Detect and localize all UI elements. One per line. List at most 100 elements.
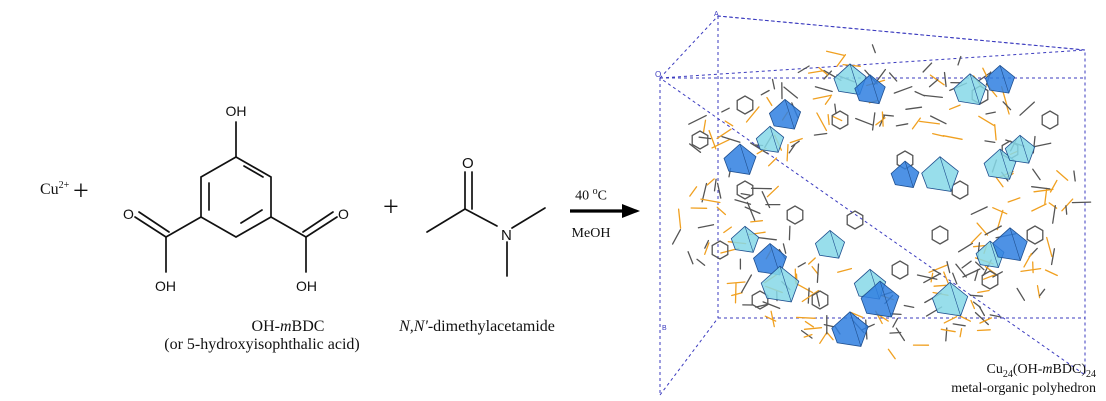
linker-bond <box>782 243 787 254</box>
linker-bond <box>895 327 906 342</box>
linker-bond <box>740 192 751 196</box>
linker-bond <box>992 207 1008 215</box>
linker-bond <box>807 257 816 265</box>
linker-bond <box>1031 203 1047 212</box>
linker-bond <box>933 284 947 287</box>
linker-bond <box>972 301 982 308</box>
linker-bond <box>977 72 991 82</box>
linker-bond <box>979 317 993 324</box>
linker-bond <box>959 327 963 338</box>
linker-bond <box>952 272 958 285</box>
linker-bond <box>1002 101 1012 111</box>
linker-bond <box>974 311 989 326</box>
linker-bond <box>970 232 982 244</box>
axis-o-label: O <box>655 70 661 79</box>
linker-oh-top-label: OH <box>226 103 247 119</box>
polyhedron-edge <box>1019 135 1030 164</box>
linker-bond <box>783 86 799 99</box>
linker-bond <box>976 329 991 332</box>
linker-bond <box>922 62 933 73</box>
polyhedron-edge <box>999 148 1010 180</box>
linker-bond <box>975 261 985 271</box>
copper-polyhedron <box>1004 134 1036 164</box>
linker-bond <box>961 260 972 269</box>
linker-bond <box>943 71 947 88</box>
solvent-structure <box>426 171 546 277</box>
linker-bond <box>984 140 996 144</box>
linker-bond <box>969 294 984 297</box>
linker-bond <box>801 289 820 303</box>
copper-polyhedron <box>753 242 787 276</box>
linker-bond <box>929 115 947 125</box>
linker-bond <box>757 236 777 241</box>
benzene-ring <box>891 260 909 280</box>
linker-structure <box>134 121 338 273</box>
linker-bond <box>1049 179 1058 193</box>
copper-polyhedron <box>890 160 920 188</box>
linker-bond <box>989 314 1002 318</box>
linker-bond <box>788 225 791 241</box>
linker-bond <box>943 271 949 284</box>
linker-alt-name: (or 5-hydroxyisophthalic acid) <box>164 336 360 353</box>
benzene-ring <box>691 130 709 150</box>
linker-bond <box>882 114 894 117</box>
linker-bond <box>688 143 702 153</box>
linker-bond <box>764 315 777 322</box>
linker-bond <box>871 112 876 131</box>
linker-bond <box>1044 269 1058 277</box>
linker-o-left-label: O <box>123 206 134 222</box>
linker-bond <box>734 283 737 304</box>
polyhedron-edge <box>744 226 754 253</box>
solvent-o-label: O <box>462 155 474 172</box>
copper-polyhedron <box>768 98 802 130</box>
linker-bond <box>974 268 979 282</box>
polyhedron-edge <box>879 280 892 318</box>
linker-bond <box>976 222 989 236</box>
linker-bond <box>744 206 761 215</box>
linker-bond <box>946 261 951 274</box>
copper-polyhedron <box>953 73 987 106</box>
linker-bond <box>731 292 743 297</box>
linker-bond <box>724 120 734 127</box>
linker-oh-right-label: OH <box>296 278 317 294</box>
polyhedron-edge <box>829 230 840 259</box>
benzene-ring <box>1026 225 1044 245</box>
linker-bond <box>914 90 926 97</box>
linker-bond <box>923 94 943 99</box>
axis-b-label: B <box>662 325 667 332</box>
linker-bond <box>761 191 771 209</box>
copper-polyhedron <box>931 281 969 317</box>
benzene-ring <box>786 205 804 225</box>
linker-oh-left-label: OH <box>155 278 176 294</box>
solvent-name: N,N'-dimethylacetamide <box>399 318 555 335</box>
linker-bond <box>903 304 915 309</box>
polyhedron-edge <box>939 156 952 192</box>
linker-bond <box>807 70 824 74</box>
linker-bond <box>818 66 829 76</box>
linker-bond <box>819 332 828 344</box>
linker-bond <box>795 316 816 319</box>
linker-bond <box>879 115 886 127</box>
linker-bond <box>1046 236 1053 258</box>
linker-bond <box>814 86 833 93</box>
linker-bond <box>928 264 948 273</box>
linker-bond <box>832 115 843 122</box>
copper-polyhedron <box>755 125 785 153</box>
polyhedron-edge <box>989 240 999 268</box>
linker-bond <box>721 135 741 143</box>
linker-bond <box>1065 205 1068 215</box>
copper-polyhedron <box>831 311 869 347</box>
linker-bond <box>789 137 803 144</box>
linker-bond <box>771 78 776 90</box>
linker-bond <box>766 96 773 107</box>
linker-bond <box>923 272 942 284</box>
linker-bond <box>932 132 945 137</box>
benzene-ring <box>736 95 754 115</box>
linker-bond <box>800 329 813 339</box>
linker-bond <box>1044 187 1048 205</box>
linker-o-right-label: O <box>338 206 349 222</box>
linker-bond <box>1073 170 1076 182</box>
linker-bond <box>711 139 730 149</box>
linker-bond <box>881 111 884 127</box>
polyhedron-edge <box>739 143 750 175</box>
